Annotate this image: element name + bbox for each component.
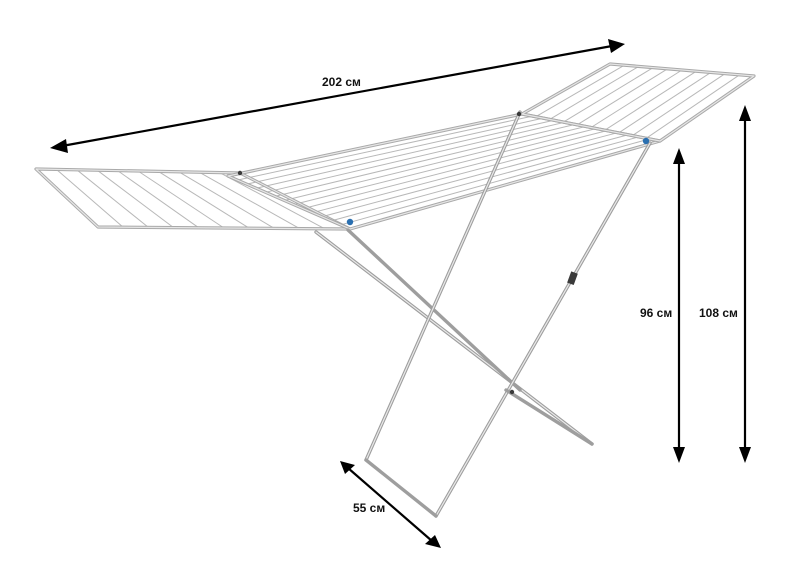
right-wing-wire [645, 74, 740, 139]
length-label: 202 см [322, 75, 361, 89]
center-wire [321, 134, 629, 218]
right-leg-pair [364, 141, 652, 518]
center-wire [246, 117, 544, 185]
left-wing-wire [76, 169, 149, 228]
left-wing-wire [96, 169, 174, 228]
left-wing-wire [117, 170, 200, 229]
center-wires [237, 115, 650, 226]
center-wire [302, 130, 608, 210]
right-wing-wire [576, 68, 668, 126]
center-wire [256, 119, 554, 189]
right-wing-wire [590, 69, 683, 128]
center-wire [293, 128, 597, 206]
center-wire [237, 115, 533, 181]
right-wing-wire [618, 71, 712, 134]
frame-joints [237, 111, 650, 395]
rail-height-label: 96 см [640, 306, 672, 320]
length-dimension: 202 см [50, 39, 625, 153]
left-wing-wire [137, 170, 225, 229]
center-wire [340, 138, 650, 226]
left-leg-pair [314, 110, 594, 462]
center-wire [312, 132, 618, 214]
left-wing-wire [198, 171, 300, 230]
center-wire [274, 123, 576, 197]
depth-label: 55 см [353, 501, 385, 515]
depth-dimension: 55 см [340, 461, 441, 548]
left-wing-wire [158, 170, 250, 229]
center-wire [284, 125, 586, 201]
left-wing-wire [178, 171, 275, 229]
wing-height-dimension: 108 см [699, 105, 751, 463]
rail-height-dimension: 96 см [640, 148, 685, 463]
center-wire [265, 121, 565, 193]
right-wing-wires [535, 64, 740, 139]
center-wire [331, 136, 639, 222]
right-wing-wire [604, 70, 697, 131]
right-wing-wire [535, 64, 625, 118]
right-wing-wire [632, 73, 726, 137]
left-wing-wire [56, 169, 124, 228]
wing-height-label: 108 см [699, 306, 738, 320]
left-wing-wires [56, 169, 326, 230]
right-wing-wire [563, 67, 654, 123]
right-wing-frame [520, 62, 756, 143]
right-wing-wire [549, 65, 640, 120]
left-wing-wire [219, 172, 326, 230]
